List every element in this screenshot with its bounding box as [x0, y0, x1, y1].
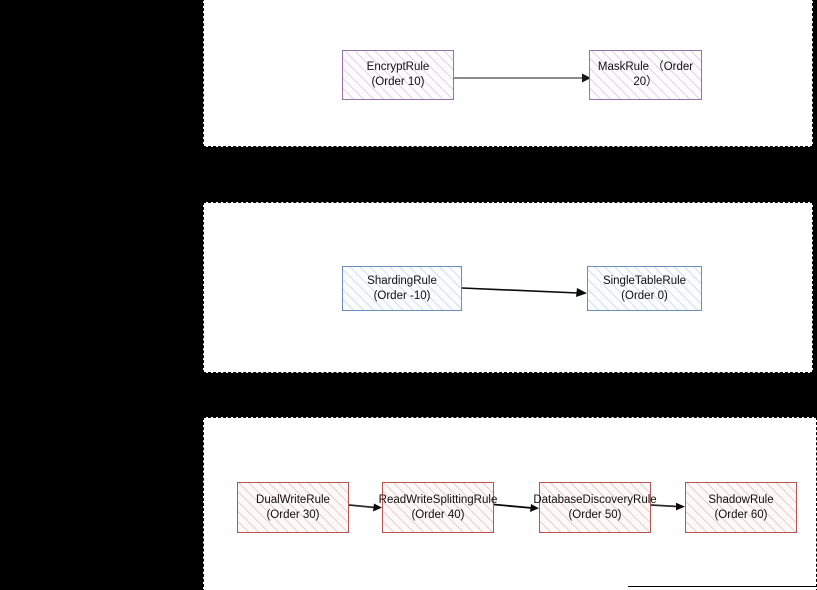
- node-single-table-rule[interactable]: SingleTableRule(Order 0): [587, 266, 702, 311]
- panel-sharding-group: ShardingRule(Order -10) SingleTableRule(…: [203, 202, 813, 373]
- node-database-discovery-rule-label: DatabaseDiscoveryRule(Order 50): [533, 493, 657, 521]
- node-shadow-rule-label: ShadowRule(Order 60): [708, 493, 774, 521]
- node-encrypt-rule[interactable]: EncryptRule(Order 10): [342, 50, 454, 100]
- node-read-write-splitting-rule[interactable]: ReadWriteSplittingRule(Order 40): [379, 482, 497, 533]
- edge-encrypt-to-mask: [454, 73, 592, 83]
- bottom-divider-line: [628, 586, 817, 587]
- edge-sharding-to-singletable: [461, 283, 588, 299]
- node-encrypt-rule-label: EncryptRule(Order 10): [366, 61, 430, 88]
- panel-encrypt-group: EncryptRule(Order 10) MaskRule （Order 20…: [203, 0, 813, 147]
- node-read-write-splitting-rule-label: ReadWriteSplittingRule(Order 40): [378, 493, 498, 521]
- node-single-table-rule-label: SingleTableRule(Order 0): [602, 274, 687, 302]
- node-shadow-rule[interactable]: ShadowRule(Order 60): [685, 482, 797, 533]
- panel-dualwrite-group: DualWriteRule(Order 30) ReadWriteSplitti…: [203, 417, 817, 590]
- edge-dualwrite-to-readwrite: [348, 500, 383, 514]
- node-sharding-rule-label: ShardingRule(Order -10): [367, 274, 437, 302]
- edge-databasediscovery-to-shadow: [650, 500, 686, 512]
- node-sharding-rule[interactable]: ShardingRule(Order -10): [342, 266, 462, 311]
- edge-readwrite-to-databasediscovery: [493, 500, 540, 514]
- node-dual-write-rule-label: DualWriteRule(Order 30): [256, 493, 330, 521]
- node-dual-write-rule[interactable]: DualWriteRule(Order 30): [237, 482, 349, 533]
- node-database-discovery-rule[interactable]: DatabaseDiscoveryRule(Order 50): [533, 482, 657, 533]
- node-mask-rule-label: MaskRule （Order 20）: [597, 61, 694, 88]
- node-mask-rule[interactable]: MaskRule （Order 20）: [589, 50, 702, 100]
